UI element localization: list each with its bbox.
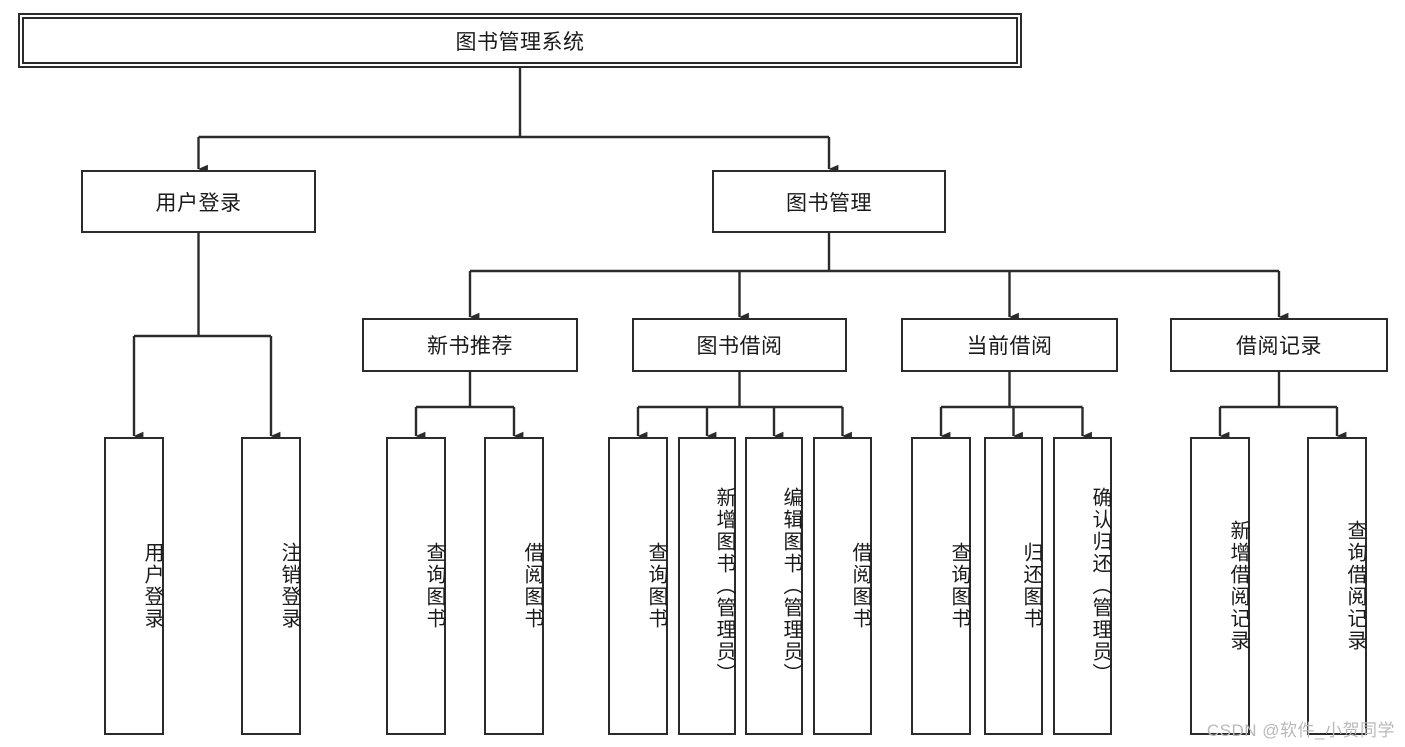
node-leaf5[interactable]: 查询图书 — [608, 437, 668, 735]
node-root[interactable]: 图书管理系统 — [18, 13, 1022, 68]
node-leaf10[interactable]: 归还图书 — [984, 437, 1043, 735]
node-leaf13[interactable]: 查询借阅记录 — [1307, 437, 1367, 735]
node-label: 新书推荐 — [427, 335, 513, 358]
node-current[interactable]: 当前借阅 — [901, 318, 1118, 372]
node-label: 注销登录 — [278, 542, 300, 630]
node-label: 图书管理系统 — [455, 30, 585, 54]
node-leaf1[interactable]: 用户登录 — [104, 437, 164, 735]
node-label: 图书管理 — [786, 191, 872, 215]
node-label: 新增图书（管理员） — [713, 487, 735, 685]
node-label: 归还图书 — [1020, 542, 1042, 630]
node-leaf4[interactable]: 借阅图书 — [484, 437, 544, 735]
node-label: 借阅图书 — [521, 542, 543, 630]
node-label: 图书借阅 — [696, 335, 783, 358]
node-leaf12[interactable]: 新增借阅记录 — [1190, 437, 1250, 735]
node-label: 查询图书 — [423, 542, 445, 630]
node-label: 查询借阅记录 — [1344, 520, 1366, 652]
node-login[interactable]: 用户登录 — [81, 170, 316, 233]
node-label: 用户登录 — [155, 191, 242, 215]
edge-layer — [132, 68, 1347, 441]
node-leaf9[interactable]: 查询图书 — [911, 437, 971, 735]
node-label: 编辑图书（管理员） — [780, 487, 802, 685]
node-leaf6[interactable]: 新增图书（管理员） — [678, 437, 736, 735]
node-label: 查询图书 — [948, 542, 970, 630]
node-label: 确认归还（管理员） — [1089, 487, 1111, 685]
node-records[interactable]: 借阅记录 — [1170, 318, 1388, 372]
node-label: 新增借阅记录 — [1227, 520, 1249, 652]
node-label: 借阅记录 — [1236, 335, 1322, 358]
node-newbook[interactable]: 新书推荐 — [362, 318, 578, 372]
node-leaf3[interactable]: 查询图书 — [386, 437, 446, 735]
node-borrow[interactable]: 图书借阅 — [632, 318, 847, 372]
node-label: 用户登录 — [141, 542, 163, 630]
node-leaf8[interactable]: 借阅图书 — [813, 437, 872, 735]
node-leaf2[interactable]: 注销登录 — [241, 437, 301, 735]
node-label: 当前借阅 — [966, 335, 1053, 358]
node-label: 查询图书 — [645, 542, 667, 630]
node-label: 借阅图书 — [849, 542, 871, 630]
node-leaf7[interactable]: 编辑图书（管理员） — [745, 437, 803, 735]
node-bookmgmt[interactable]: 图书管理 — [712, 170, 946, 233]
node-leaf11[interactable]: 确认归还（管理员） — [1053, 437, 1112, 735]
